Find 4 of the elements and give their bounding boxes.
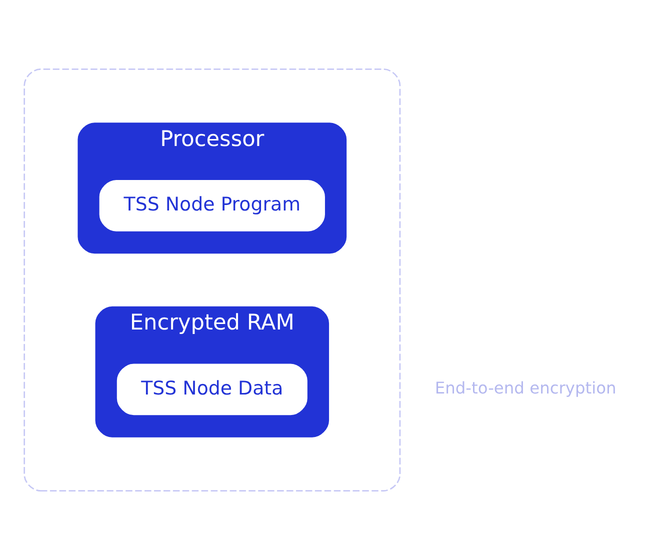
node-box: TSS Node Program bbox=[99, 180, 325, 232]
cluster bbox=[24, 68, 401, 492]
label: End-to-end encryption bbox=[434, 378, 616, 398]
node-box: TSS Node Data bbox=[116, 364, 308, 416]
